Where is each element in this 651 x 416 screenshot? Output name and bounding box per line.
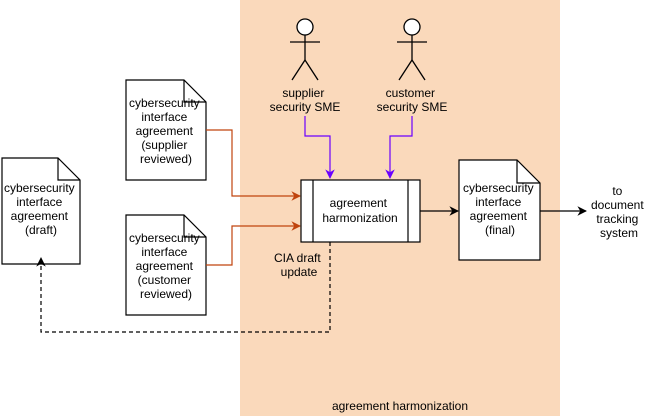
customer-doc-line-5: reviewed) [140, 287, 192, 301]
draft-line-3: agreement [11, 209, 69, 223]
supplier-to-process-arrow [304, 116, 335, 179]
supplier-doc-line-4: (supplier [141, 138, 187, 152]
customer-label-line1: customer [386, 86, 435, 100]
svg-text:cybersecurity interface: cybersecurity interface agreement (custo… [129, 231, 203, 301]
final-line-2: interface [475, 195, 521, 209]
output-line-1: to [612, 184, 622, 198]
draft-update-line2: update [281, 265, 318, 279]
customer-actor-icon [397, 18, 427, 81]
final-line-4: (final) [485, 223, 515, 237]
supplier-doc-line-2: interface [141, 110, 187, 124]
customer-doc-line-2: interface [141, 245, 187, 259]
customer-doc-line-4: (customer [138, 273, 191, 287]
draft-update-line1: CIA draft [274, 251, 321, 265]
process-line-2: harmonization [322, 211, 397, 225]
supplier-actor-icon [290, 18, 320, 81]
supplier-doc-line-5: reviewed) [140, 152, 192, 166]
draft-update-label-bg [272, 250, 326, 280]
supplier-doc-to-process-arrow [206, 129, 301, 201]
customer-doc-line-3: agreement [136, 259, 194, 273]
output-line-4: system [600, 226, 638, 240]
svg-text:agreement harmonization: agreement harmonization [322, 196, 397, 225]
svg-text:cybersecurity interface: cybersecurity interface agreement (draft… [4, 181, 78, 237]
process-line-1: agreement [330, 196, 388, 210]
final-line-1: cybersecurity [463, 181, 534, 195]
svg-text:cybersecurity interface: cybersecurity interface agreement (suppl… [129, 96, 203, 166]
supplier-label-line2: security SME [270, 100, 341, 114]
swimlane-label: agreement harmonization [332, 399, 468, 413]
process-agreement-harmonization: agreement harmonization [300, 179, 421, 243]
document-customer-reviewed: cybersecurity interface agreement (custo… [125, 214, 207, 316]
supplier-actor-label: supplier security SME [270, 86, 341, 114]
draft-update-label: CIA draft update [274, 251, 324, 279]
customer-to-process-arrow [385, 116, 413, 179]
svg-text:cybersecurity interface: cybersecurity interface agreement (final… [463, 181, 537, 237]
document-final: cybersecurity interface agreement (final… [458, 159, 541, 261]
customer-doc-to-process-arrow [206, 221, 301, 266]
final-line-3: agreement [470, 209, 528, 223]
document-supplier-reviewed: cybersecurity interface agreement (suppl… [125, 79, 207, 181]
draft-line-2: interface [16, 195, 62, 209]
customer-label-line2: security SME [377, 100, 448, 114]
document-draft: cybersecurity interface agreement (draft… [1, 157, 81, 265]
customer-actor-label: customer security SME [377, 86, 448, 114]
draft-update-feedback-arrow [36, 242, 331, 333]
supplier-label-line1: supplier [282, 86, 324, 100]
draft-line-1: cybersecurity [4, 181, 75, 195]
supplier-doc-line-1: cybersecurity [129, 96, 200, 110]
output-line-3: tracking [596, 212, 638, 226]
customer-doc-line-1: cybersecurity [129, 231, 200, 245]
supplier-doc-line-3: agreement [136, 124, 194, 138]
output-line-2: document [591, 198, 644, 212]
draft-line-4: (draft) [25, 223, 57, 237]
output-label: to document tracking system [591, 184, 647, 240]
